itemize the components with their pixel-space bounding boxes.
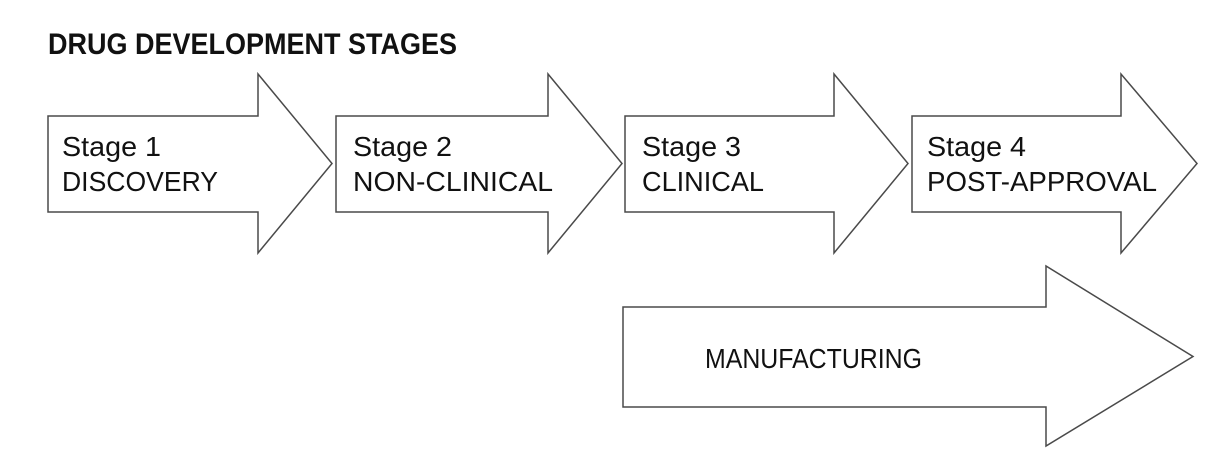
- manufacturing-arrow-shape: [622, 264, 1195, 448]
- stage-4-arrow-shape: [911, 71, 1198, 256]
- stage-2-name: NON-CLINICAL: [353, 166, 553, 197]
- manufacturing-arrow: MANUFACTURING: [622, 264, 1195, 448]
- stage-2-arrow: Stage 2 NON-CLINICAL: [335, 71, 623, 256]
- stage-1-label: Stage 1: [62, 131, 161, 162]
- stage-3-name: CLINICAL: [642, 166, 764, 197]
- stage-1-name: DISCOVERY: [62, 166, 218, 197]
- stage-4-arrow: Stage 4 POST-APPROVAL: [911, 71, 1198, 256]
- stage-4-name: POST-APPROVAL: [927, 166, 1157, 197]
- manufacturing-label: MANUFACTURING: [705, 343, 922, 374]
- stage-2-arrow-shape: [335, 71, 623, 256]
- stage-1-arrow-shape: [47, 71, 333, 256]
- stage-3-arrow: Stage 3 CLINICAL: [624, 71, 909, 256]
- stage-1-arrow: Stage 1 DISCOVERY: [47, 71, 333, 256]
- stage-2-label: Stage 2: [353, 131, 452, 162]
- stage-3-arrow-shape: [624, 71, 909, 256]
- diagram-title: DRUG DEVELOPMENT STAGES: [48, 28, 457, 61]
- stage-4-label: Stage 4: [927, 131, 1026, 162]
- stage-3-label: Stage 3: [642, 131, 741, 162]
